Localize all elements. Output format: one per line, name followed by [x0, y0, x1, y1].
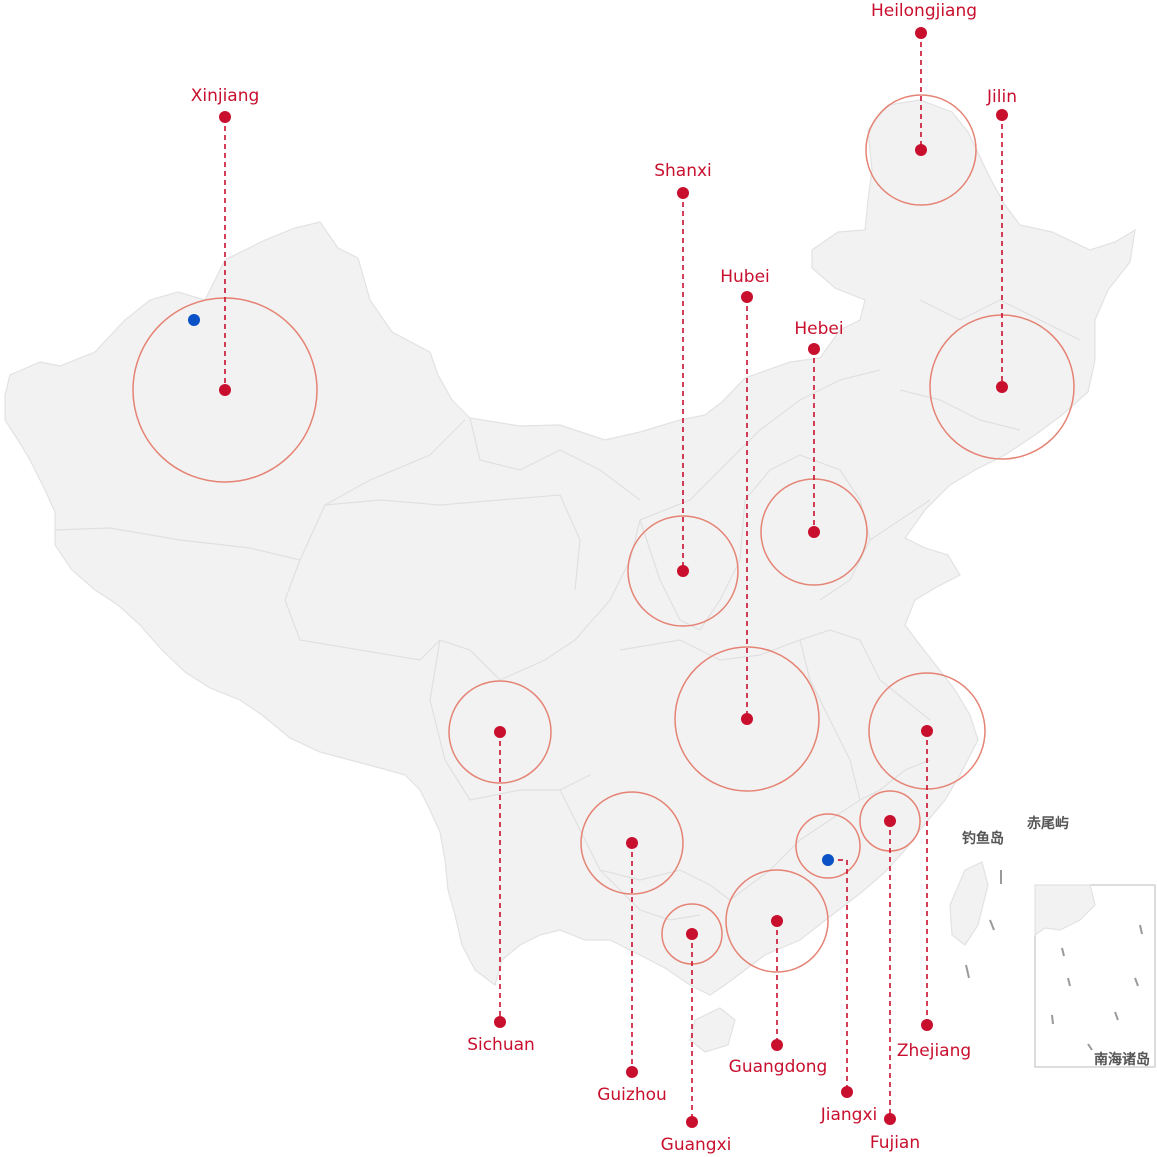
label-shanxi: Shanxi [654, 161, 712, 181]
label-jiangxi: Jiangxi [820, 1105, 878, 1125]
label-dot-hebei [808, 343, 820, 355]
label-dot-heilongjiang [915, 27, 927, 39]
center-dot-fujian [884, 815, 896, 827]
marker-xinjiang[interactable]: Xinjiang [132, 86, 318, 483]
mainland-shape [4, 99, 1136, 996]
label-dot-guangdong [771, 1039, 783, 1051]
label-jilin: Jilin [986, 87, 1017, 107]
province-borders [54, 299, 1081, 921]
label-dot-guangxi [686, 1116, 698, 1128]
marker-guangdong[interactable]: Guangdong [725, 869, 829, 1077]
center-dot-zhejiang [921, 725, 933, 737]
ring-guizhou [580, 791, 684, 895]
ring-shanxi [627, 515, 739, 627]
label-guizhou: Guizhou [597, 1085, 667, 1105]
marker-hubei[interactable]: Hubei [674, 267, 820, 792]
center-dot-jilin [996, 381, 1008, 393]
south-china-sea-inset [1034, 884, 1156, 1068]
center-dot-xinjiang [219, 384, 231, 396]
hainan-shape [689, 1007, 736, 1053]
marker-sichuan[interactable]: Sichuan [448, 680, 552, 1055]
blue-dot-xinjiang [188, 314, 200, 326]
label-hebei: Hebei [794, 319, 843, 339]
inset-coast [1034, 884, 1096, 937]
blue-dot-jiangxi [822, 854, 834, 866]
ring-heilongjiang [865, 94, 977, 206]
center-dot-hebei [808, 526, 820, 538]
label-dot-guizhou [626, 1066, 638, 1078]
center-dot-guizhou [626, 837, 638, 849]
marker-jiangxi[interactable]: Jiangxi [795, 813, 878, 1125]
marker-guangxi[interactable]: Guangxi [661, 903, 732, 1155]
marker-hebei[interactable]: Hebei [760, 319, 868, 586]
marker-jilin[interactable]: Jilin [929, 87, 1075, 460]
center-dot-hubei [741, 713, 753, 725]
taiwan-shape [949, 861, 989, 946]
label-guangxi: Guangxi [661, 1135, 732, 1155]
center-dot-heilongjiang [915, 144, 927, 156]
label-dot-xinjiang [219, 111, 231, 123]
label-dot-jilin [996, 109, 1008, 121]
marker-fujian[interactable]: Fujian [859, 790, 921, 1153]
marker-heilongjiang[interactable]: Heilongjiang [865, 1, 977, 206]
island-dash-marks [965, 870, 1002, 979]
center-dot-shanxi [677, 565, 689, 577]
label-guangdong: Guangdong [729, 1057, 828, 1077]
label-xinjiang: Xinjiang [191, 86, 260, 106]
marker-zhejiang[interactable]: Zhejiang [868, 672, 986, 1061]
label-dot-sichuan [494, 1016, 506, 1028]
marker-shanxi[interactable]: Shanxi [627, 161, 739, 627]
marker-guizhou[interactable]: Guizhou [580, 791, 684, 1105]
ring-sichuan [448, 680, 552, 784]
label-dot-shanxi [677, 187, 689, 199]
label-fujian: Fujian [870, 1133, 920, 1153]
ring-hubei [674, 646, 820, 792]
label-dot-fujian [884, 1113, 896, 1125]
label-sichuan: Sichuan [467, 1035, 535, 1055]
label-zhejiang: Zhejiang [897, 1041, 971, 1061]
label-heilongjiang: Heilongjiang [871, 1, 977, 21]
inset-dash-marks [1051, 924, 1143, 1051]
ring-jiangxi [795, 813, 861, 879]
nanhai-label: 南海诸岛 [1094, 1051, 1150, 1068]
center-dot-guangdong [771, 915, 783, 927]
center-dot-guangxi [686, 928, 698, 940]
label-dot-zhejiang [921, 1019, 933, 1031]
label-dot-hubei [741, 291, 753, 303]
diaoyu-label: 钓鱼岛 [962, 830, 1004, 847]
center-dot-sichuan [494, 726, 506, 738]
chiwei-label: 赤尾屿 [1027, 815, 1069, 832]
label-dot-jiangxi [841, 1086, 853, 1098]
ring-guangdong [725, 869, 829, 973]
label-hubei: Hubei [720, 267, 770, 287]
